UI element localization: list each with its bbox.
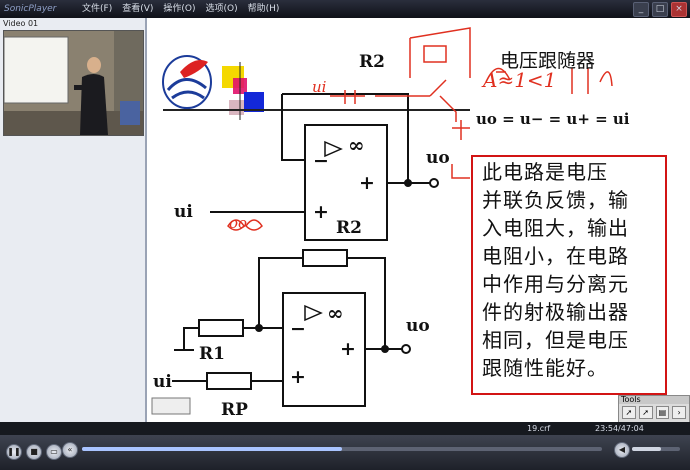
label-ui-top: ui xyxy=(174,202,193,222)
pointer-tool-icon[interactable]: ➚ xyxy=(622,406,636,419)
explanation-box xyxy=(471,155,667,395)
stop-button[interactable]: ■ xyxy=(26,444,42,460)
label-rp: RP xyxy=(221,400,248,420)
handwritten-oo: oo xyxy=(229,214,248,232)
follower-equation: uo = u− = u+ = ui xyxy=(476,110,630,128)
label-r1: R1 xyxy=(199,344,225,364)
menu-options[interactable]: 选项(O) xyxy=(205,4,238,14)
player-controls: ❚❚ ■ ▭ « ◀ xyxy=(0,435,690,470)
decorative-squares xyxy=(222,62,264,120)
seek-progress xyxy=(82,447,342,451)
label-r2-top: R2 xyxy=(359,52,385,72)
label-r2-mid: R2 xyxy=(336,218,362,238)
time-readout: 23:54/47:04 xyxy=(595,424,644,433)
lecturer-video-image xyxy=(4,31,143,135)
volume-icon[interactable]: ◀ xyxy=(614,442,630,458)
handwritten-annotations xyxy=(227,27,613,231)
pause-button[interactable]: ❚❚ xyxy=(6,444,22,460)
volume-level xyxy=(632,447,661,451)
bottom-circuit xyxy=(172,249,411,407)
circuit-diagram xyxy=(151,27,613,415)
top-circuit xyxy=(210,93,439,241)
label-inf-bottom: ∞ xyxy=(327,301,344,325)
logo-icon xyxy=(162,55,212,109)
explanation-line: 并联负反馈，输 xyxy=(482,188,629,212)
label-uo-bottom: uo xyxy=(406,316,430,336)
next-tool-icon[interactable]: › xyxy=(672,406,686,419)
label-minus-bottom: − xyxy=(290,318,306,340)
explanation-line: 中作用与分离元 xyxy=(482,272,629,296)
pen-tool-icon[interactable] xyxy=(151,397,191,415)
label-plus-bottom-left: + xyxy=(290,366,306,388)
arrow-tool-icon[interactable]: ➚ xyxy=(638,406,653,419)
file-name: 19.crf xyxy=(527,424,551,433)
fullscreen-icon[interactable]: ▭ xyxy=(46,444,62,460)
menu-view[interactable]: 查看(V) xyxy=(122,4,154,14)
status-bar: 19.crf 23:54/47:04 xyxy=(0,422,690,435)
lecturer-video[interactable] xyxy=(3,30,144,136)
label-uo-top: uo xyxy=(426,148,450,168)
explanation-line: 入电阻大，输出 xyxy=(482,216,629,240)
label-inf-top: ∞ xyxy=(348,133,365,157)
tools-label: Tools xyxy=(619,396,689,404)
handwritten-ui: ui xyxy=(312,78,327,96)
app-title: SonicPlayer xyxy=(4,4,57,14)
label-plus-top-left: + xyxy=(313,201,329,223)
menu-operate[interactable]: 操作(O) xyxy=(163,4,196,14)
explanation-line: 件的射极输出器 xyxy=(482,300,629,324)
left-panel: Video 01 xyxy=(0,18,147,422)
maximize-button[interactable]: □ xyxy=(652,2,668,17)
explanation-line: 跟随性能好。 xyxy=(482,356,608,380)
explanation-text: 此电路是电压 并联负反馈，输 入电阻大，输出 电阻小，在电路 中作用与分离元 件… xyxy=(482,158,662,382)
handwritten-gain: A≈1<1 xyxy=(483,68,557,92)
explanation-line: 此电路是电压 xyxy=(482,160,608,184)
page-tool-icon[interactable]: ▤ xyxy=(655,406,670,419)
close-button[interactable]: × xyxy=(671,2,687,17)
explanation-line: 相同，但是电压 xyxy=(482,328,629,352)
menu-help[interactable]: 帮助(H) xyxy=(247,4,280,14)
video-panel-label: Video 01 xyxy=(3,19,39,28)
title-bar: SonicPlayer 文件(F) 查看(V) 操作(O) 选项(O) 帮助(H… xyxy=(0,0,690,18)
seek-bar[interactable] xyxy=(82,447,602,451)
label-plus-bottom-right: + xyxy=(340,338,356,360)
explanation-line: 电阻小，在电路 xyxy=(482,244,629,268)
menu-file[interactable]: 文件(F) xyxy=(82,4,113,14)
label-ui-bottom: ui xyxy=(153,372,172,392)
label-plus-top-right: + xyxy=(359,172,375,194)
minimize-button[interactable]: _ xyxy=(633,2,649,17)
label-minus-top: − xyxy=(313,150,329,172)
tools-palette: Tools ➚ ➚ ▤ › xyxy=(618,395,690,423)
slide-title: 电压跟随器 xyxy=(500,50,596,72)
menu-bar: 文件(F) 查看(V) 操作(O) 选项(O) 帮助(H) xyxy=(82,0,279,18)
volume-slider[interactable] xyxy=(632,447,680,451)
rewind-button[interactable]: « xyxy=(62,442,78,458)
